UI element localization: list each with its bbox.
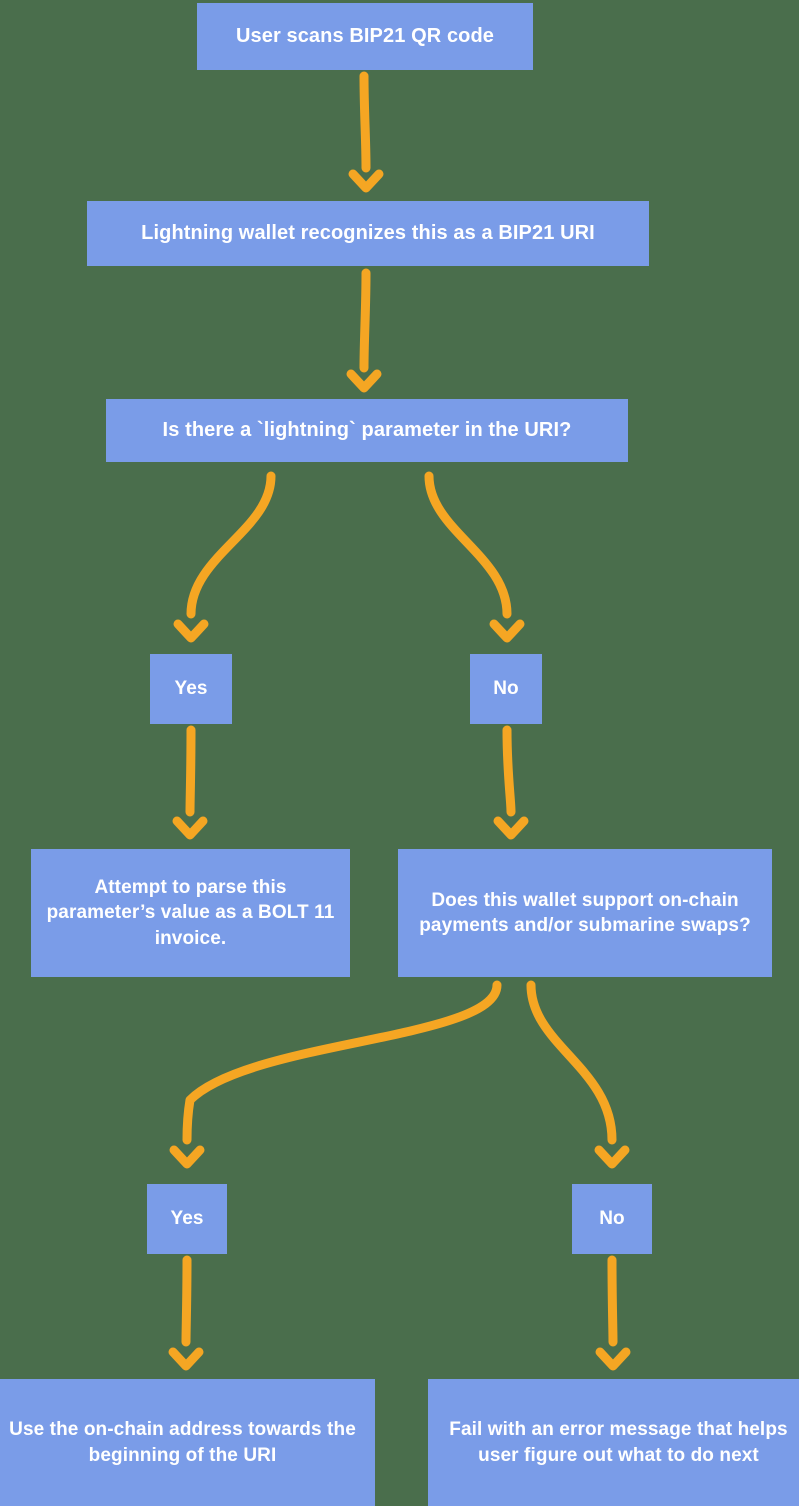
edge-no1-to-support: [498, 725, 524, 835]
node-label: User scans BIP21 QR code: [235, 25, 495, 48]
node-use-onchain-address[interactable]: Use the on-chain address towards the beg…: [0, 1379, 375, 1506]
node-yes-supports-onchain[interactable]: Yes: [147, 1184, 227, 1254]
node-label: Does this wallet support on-chain paymen…: [419, 889, 751, 936]
node-label: Use the on-chain address towards the beg…: [9, 1419, 356, 1466]
edge-yes1-to-parse: [177, 725, 203, 835]
node-label: No: [493, 678, 519, 700]
edge-question-to-no1: [424, 471, 520, 638]
edge-no2-to-fail: [600, 1255, 626, 1366]
node-yes-lightning-param[interactable]: Yes: [150, 654, 232, 724]
edge-question-to-yes1: [178, 471, 276, 638]
node-no-supports-onchain[interactable]: No: [572, 1184, 652, 1254]
node-label: Yes: [174, 678, 208, 700]
node-label: Yes: [170, 1208, 204, 1230]
node-fail-with-error[interactable]: Fail with an error message that helps us…: [428, 1379, 799, 1506]
node-supports-onchain-or-swaps[interactable]: Does this wallet support on-chain paymen…: [398, 849, 772, 977]
edge-support-to-no2: [526, 980, 625, 1164]
node-label: No: [599, 1208, 625, 1230]
node-label: Lightning wallet recognizes this as a BI…: [141, 222, 595, 245]
node-user-scans-qr[interactable]: User scans BIP21 QR code: [197, 3, 533, 70]
edge-scan-to-recognize: [353, 71, 379, 188]
node-wallet-recognizes-uri[interactable]: Lightning wallet recognizes this as a BI…: [87, 201, 649, 266]
edge-yes2-to-onchain: [173, 1255, 199, 1366]
node-label: Is there a `lightning` parameter in the …: [162, 419, 572, 442]
node-has-lightning-param[interactable]: Is there a `lightning` parameter in the …: [106, 399, 628, 462]
edge-support-to-yes2: [174, 980, 502, 1164]
node-label: Attempt to parse this parameter’s value …: [46, 877, 335, 949]
edge-recognize-to-question: [351, 268, 377, 388]
node-no-lightning-param[interactable]: No: [470, 654, 542, 724]
node-parse-bolt11-invoice[interactable]: Attempt to parse this parameter’s value …: [31, 849, 350, 977]
node-label: Fail with an error message that helps us…: [449, 1419, 788, 1466]
